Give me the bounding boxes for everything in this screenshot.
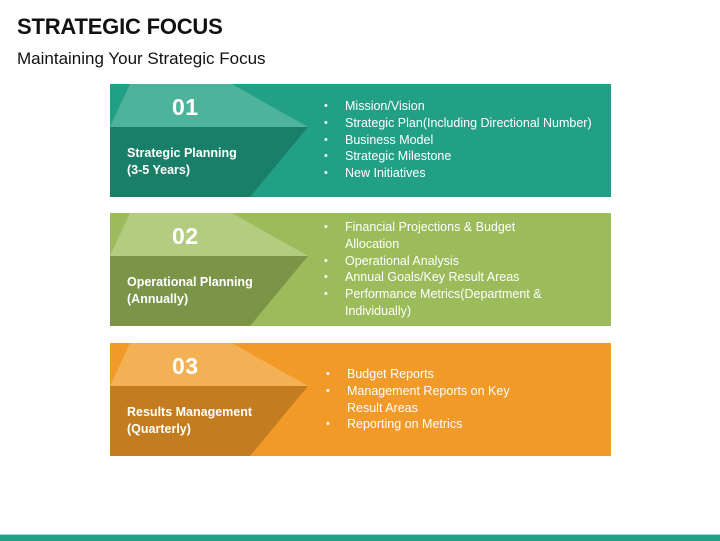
block-number: 02 xyxy=(172,223,199,249)
block-label-title: Strategic Planning xyxy=(127,146,237,160)
block-label-title: Operational Planning xyxy=(127,275,253,289)
block-label-period: (Annually) xyxy=(127,292,189,306)
block-label: Operational Planning (Annually) xyxy=(127,274,253,308)
footer-accent-bar xyxy=(0,534,720,541)
block-bullet-list: Mission/Vision Strategic Plan(Including … xyxy=(324,98,604,182)
strategy-block-02: 02 Operational Planning (Annually) Finan… xyxy=(110,213,611,326)
block-number: 01 xyxy=(172,94,199,120)
bullet-item: Strategic Plan(Including Directional Num… xyxy=(324,115,645,132)
bullet-item: Budget Reports xyxy=(326,366,536,383)
strategy-block-01: 01 Strategic Planning (3-5 Years) Missio… xyxy=(110,84,611,197)
bullet-item: Strategic Milestone xyxy=(324,148,604,165)
bullet-item: Performance Metrics(Department & Individ… xyxy=(324,286,559,320)
block-label-title: Results Management xyxy=(127,405,253,419)
slide-title: STRATEGIC FOCUS xyxy=(17,14,223,39)
block-label: Results Management (Quarterly) xyxy=(127,404,252,438)
bullet-item: Operational Analysis xyxy=(324,253,559,270)
block-bullet-list: Budget Reports Management Reports on Key… xyxy=(326,366,536,433)
slide-subtitle: Maintaining Your Strategic Focus xyxy=(17,49,266,68)
bullet-item: Annual Goals/Key Result Areas xyxy=(324,269,559,286)
bullet-item: Reporting on Metrics xyxy=(326,416,536,433)
bullet-item: Mission/Vision xyxy=(324,98,604,115)
block-label: Strategic Planning (3-5 Years) xyxy=(127,145,237,179)
bullet-item: Financial Projections & Budget Allocatio… xyxy=(324,219,559,253)
bullet-item: Management Reports on Key Result Areas xyxy=(326,383,536,417)
strategy-block-03: 03 Results Management (Quarterly) Budget… xyxy=(110,343,611,456)
bullet-item: Business Model xyxy=(324,132,604,149)
block-label-period: (Quarterly) xyxy=(127,422,191,436)
block-bullet-list: Financial Projections & Budget Allocatio… xyxy=(324,219,559,320)
block-number: 03 xyxy=(172,353,199,379)
bullet-item: New Initiatives xyxy=(324,165,604,182)
block-label-period: (3-5 Years) xyxy=(127,163,191,177)
